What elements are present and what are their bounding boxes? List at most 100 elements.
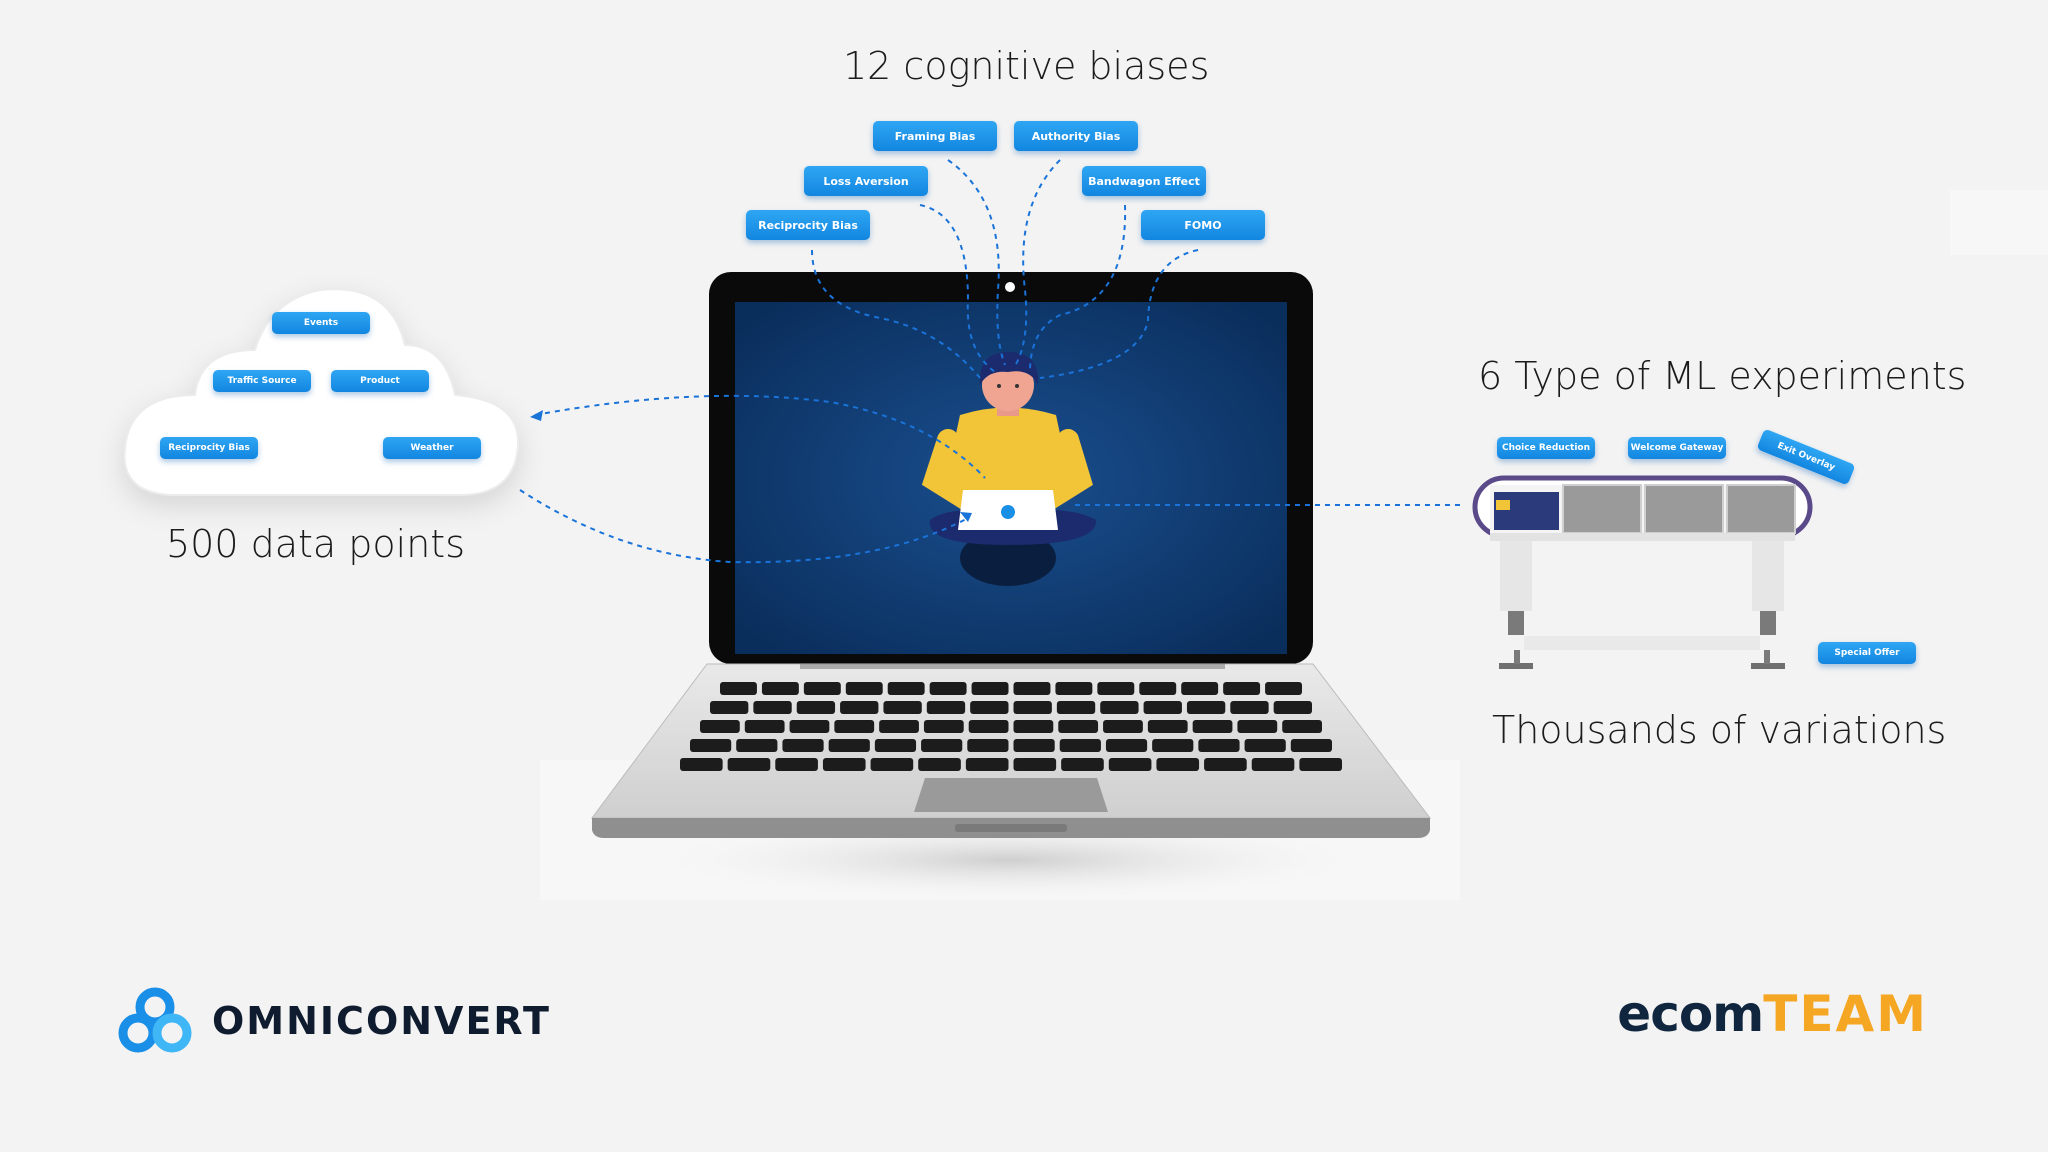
keyboard-key <box>883 701 922 714</box>
keyboard-key <box>1105 739 1148 752</box>
keyboard-key <box>1056 701 1096 714</box>
experiment-tag: Special Offer <box>1818 642 1916 664</box>
keyboard-key <box>1223 682 1261 695</box>
keyboard-key <box>967 739 1009 752</box>
cloud-tag: Weather <box>383 437 481 459</box>
ecom-wordmark: ecom <box>1617 985 1764 1043</box>
keyboard-key <box>761 682 799 695</box>
keyboard <box>680 682 1342 771</box>
keyboard-key <box>921 739 963 752</box>
keyboard-key <box>789 720 830 733</box>
experiment-tag: Choice Reduction <box>1497 437 1595 459</box>
keyboard-key <box>1273 701 1312 714</box>
keyboard-key <box>923 720 964 733</box>
bias-tag: Reciprocity Bias <box>746 210 870 240</box>
keyboard-key <box>1244 739 1286 752</box>
keyboard-key <box>879 720 919 733</box>
keyboard-key <box>874 739 917 752</box>
keyboard-key <box>720 682 757 695</box>
person-illustration <box>921 352 1097 586</box>
keyboard-key <box>1013 682 1051 695</box>
keyboard-key <box>1108 758 1152 771</box>
keyboard-key <box>680 758 723 771</box>
bias-connectors <box>811 159 1199 379</box>
bias-tag: Framing Bias <box>873 121 997 151</box>
keyboard-key <box>1100 701 1139 714</box>
keyboard-key <box>828 739 870 752</box>
keyboard-key <box>700 720 740 733</box>
keyboard-key <box>1059 739 1101 752</box>
keyboard-key <box>822 758 866 771</box>
keyboard-key <box>1139 682 1177 695</box>
keyboard-key <box>1204 758 1247 771</box>
keyboard-key <box>1299 758 1342 771</box>
conveyor-machine <box>1472 475 1813 669</box>
keyboard-key <box>1013 758 1057 771</box>
keyboard-key <box>1265 682 1302 695</box>
keyboard-key <box>1251 758 1295 771</box>
keyboard-key <box>736 739 778 752</box>
keyboard-key <box>1147 720 1188 733</box>
trackpad <box>914 778 1108 812</box>
keyboard-key <box>965 758 1009 771</box>
keyboard-key <box>1013 739 1055 752</box>
bias-tag: Authority Bias <box>1014 121 1138 151</box>
keyboard-key <box>1061 758 1104 771</box>
keyboard-key <box>1181 682 1219 695</box>
keyboard-key <box>971 682 1009 695</box>
keyboard-key <box>918 758 961 771</box>
arrow-head-icon <box>960 512 972 522</box>
keyboard-key <box>887 682 925 695</box>
keyboard-key <box>1198 739 1240 752</box>
cloud-tag: Product <box>331 370 429 392</box>
keyboard-key <box>690 739 732 752</box>
keyboard-key <box>968 720 1009 733</box>
cloud-tag: Reciprocity Bias <box>160 437 258 459</box>
keyboard-key <box>803 682 841 695</box>
keyboard-key <box>1013 701 1052 714</box>
variations-heading: Thousands of variations <box>1492 708 1947 752</box>
bias-tag: Loss Aversion <box>804 166 928 196</box>
ecomteam-logo: ecomTEAM <box>1617 985 1928 1043</box>
keyboard-key <box>727 758 771 771</box>
keyboard-key <box>970 701 1009 714</box>
keyboard-key <box>1186 701 1226 714</box>
keyboard-key <box>796 701 836 714</box>
keyboard-key <box>1156 758 1200 771</box>
keyboard-key <box>1103 720 1143 733</box>
keyboard-key <box>1282 720 1322 733</box>
keyboard-key <box>1237 720 1278 733</box>
keyboard-key <box>753 701 792 714</box>
webcam-icon <box>1005 282 1015 292</box>
cloud-tag: Traffic Source <box>213 370 311 392</box>
laptop-shadow <box>650 820 1370 900</box>
keyboard-key <box>845 682 883 695</box>
keyboard-key <box>1013 720 1054 733</box>
keyboard-key <box>1055 682 1093 695</box>
experiment-tag: Welcome Gateway <box>1628 437 1726 459</box>
keyboard-key <box>929 682 967 695</box>
keyboard-key <box>1143 701 1182 714</box>
omniconvert-mark-icon <box>118 987 192 1053</box>
keyboard-key <box>1097 682 1135 695</box>
biases-heading: 12 cognitive biases <box>843 44 1210 88</box>
team-wordmark: TEAM <box>1763 985 1928 1043</box>
keyboard-key <box>710 701 749 714</box>
data-points-heading: 500 data points <box>166 522 465 566</box>
keyboard-key <box>926 701 966 714</box>
keyboard-key <box>834 720 875 733</box>
keyboard-key <box>744 720 785 733</box>
omniconvert-logo: OMNICONVERT <box>116 985 551 1057</box>
keyboard-key <box>840 701 879 714</box>
keyboard-key <box>1230 701 1269 714</box>
keyboard-key <box>1192 720 1233 733</box>
omniconvert-wordmark: OMNICONVERT <box>212 999 551 1043</box>
keyboard-key <box>782 739 824 752</box>
bias-tag: Bandwagon Effect <box>1082 166 1206 196</box>
keyboard-key <box>1058 720 1099 733</box>
cloud-tag: Events <box>272 312 370 334</box>
keyboard-key <box>1290 739 1332 752</box>
bias-tag: FOMO <box>1141 210 1265 240</box>
keyboard-key <box>870 758 914 771</box>
